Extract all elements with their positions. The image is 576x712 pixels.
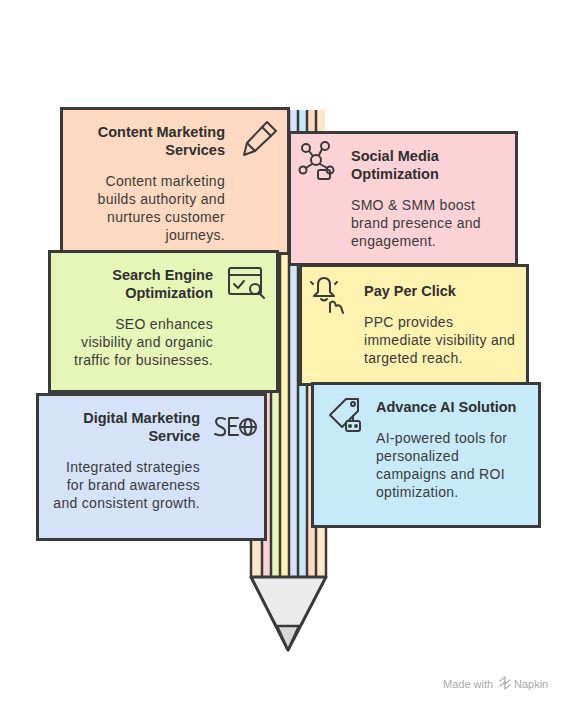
service-box: Content Marketing ServicesContent market…: [60, 107, 290, 255]
box-heading: Search Engine Optimization: [63, 266, 213, 302]
box-heading: Digital Marketing Service: [51, 409, 200, 445]
box-description: Content marketing builds authority and n…: [78, 172, 225, 244]
service-box: Search Engine OptimizationSEO enhances v…: [48, 250, 279, 393]
service-box: Pay Per ClickPPC provides immediate visi…: [299, 264, 529, 386]
box-description: PPC provides immediate visibility and ta…: [364, 313, 518, 367]
box-heading: Social Media Optimization: [351, 147, 507, 183]
box-description: SMO & SMM boost brand presence and engag…: [351, 196, 507, 250]
box-description: Integrated strategies for brand awarenes…: [51, 458, 200, 512]
box-description: SEO enhances visibility and organic traf…: [63, 315, 213, 369]
service-box: Digital Marketing ServiceIntegrated stra…: [36, 393, 267, 541]
watermark-text: Napkin: [514, 678, 548, 690]
service-box: Advance AI SolutionAI-powered tools for …: [311, 382, 541, 528]
service-box: Social Media OptimizationSMO & SMM boost…: [288, 131, 518, 266]
watermark-text: Made with: [443, 678, 493, 690]
box-heading: Pay Per Click: [364, 282, 518, 300]
box-description: AI-powered tools for personalized campai…: [376, 429, 530, 501]
box-heading: Advance AI Solution: [376, 398, 530, 416]
napkin-logo: [500, 677, 510, 689]
box-heading: Content Marketing Services: [78, 123, 225, 159]
